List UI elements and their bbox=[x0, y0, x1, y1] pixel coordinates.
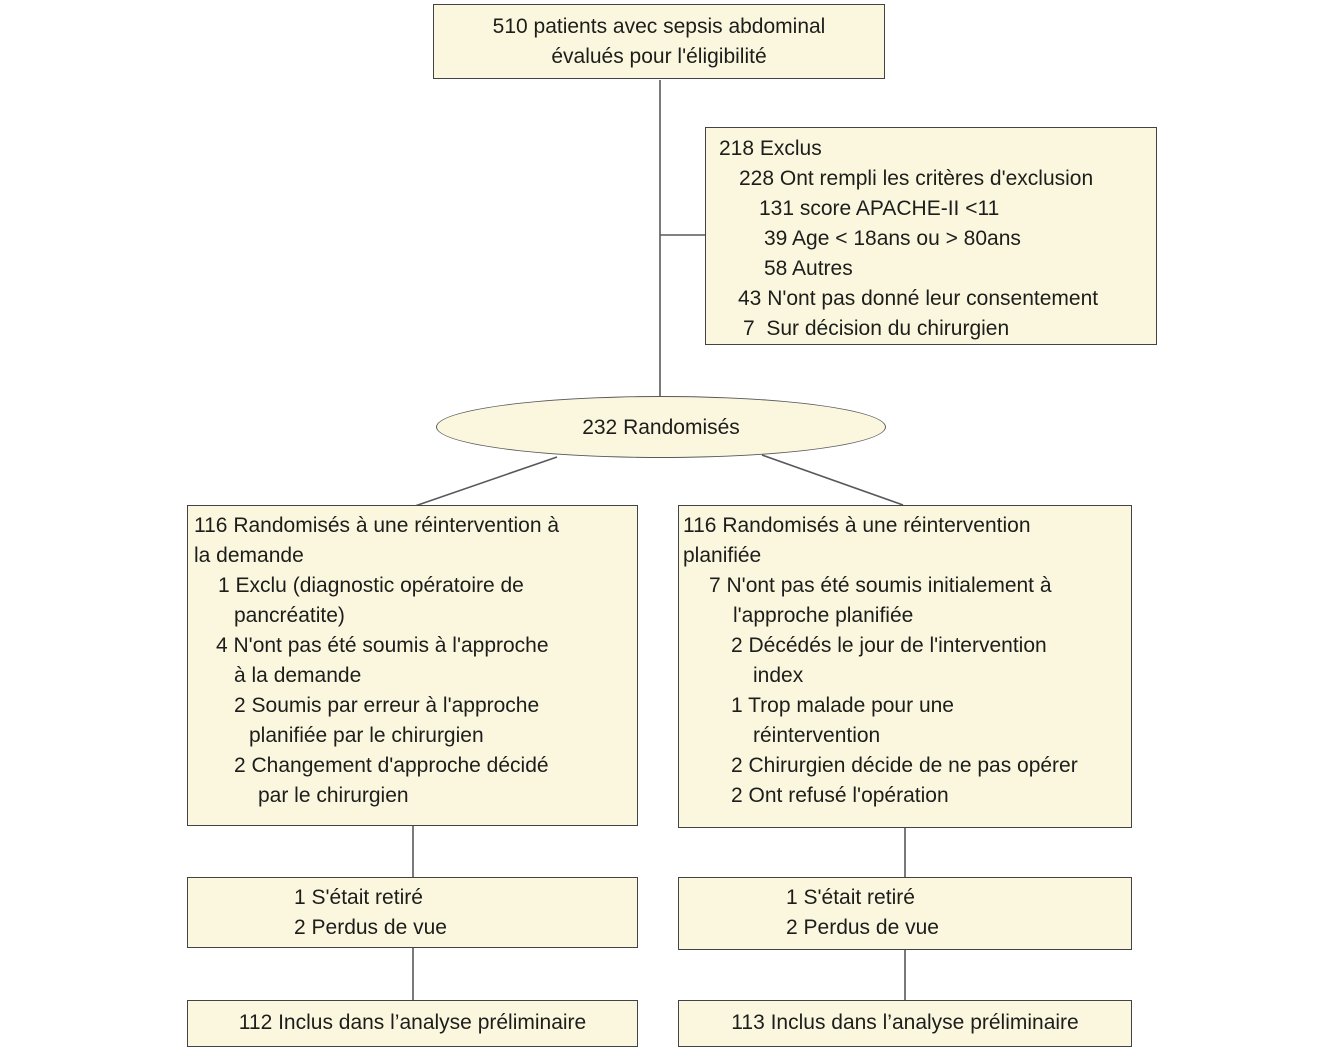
connector-randomized-to-planned bbox=[761, 454, 904, 506]
text-line: 2 Perdus de vue bbox=[786, 916, 939, 939]
on-demand-arm-box: 116 Randomisés à une réintervention à la… bbox=[187, 505, 638, 826]
text-line: pancréatite) bbox=[234, 604, 345, 627]
exclusion-box: 218 Exclus 228 Ont rempli les critères d… bbox=[705, 127, 1157, 345]
text-line: 4 N'ont pas été soumis à l'approche bbox=[216, 634, 549, 657]
text-line: 2 Changement d'approche décidé bbox=[234, 754, 549, 777]
text-line: 218 Exclus bbox=[719, 137, 822, 160]
randomized-label: 232 Randomisés bbox=[582, 416, 740, 439]
text-line: 131 score APACHE-II <11 bbox=[759, 197, 1000, 220]
text-line: 58 Autres bbox=[764, 257, 853, 280]
text-line: à la demande bbox=[234, 664, 362, 687]
text-line: l'approche planifiée bbox=[733, 604, 914, 627]
text-line: 1 S'était retiré bbox=[294, 886, 423, 909]
planned-withdrawal-box: 1 S'était retiré 2 Perdus de vue bbox=[678, 877, 1132, 950]
text-line: planifiée bbox=[683, 544, 762, 567]
connector-randomized-to-on-demand bbox=[414, 456, 558, 507]
text-line: 2 Décédés le jour de l'intervention bbox=[731, 634, 1047, 657]
text-line: 7 Sur décision du chirurgien bbox=[743, 317, 1010, 340]
on-demand-analysis-box: 112 Inclus dans l’analyse préliminaire bbox=[187, 1000, 638, 1047]
planned-analysis-box: 113 Inclus dans l’analyse préliminaire bbox=[678, 1000, 1132, 1047]
analysis-label: 112 Inclus dans l’analyse préliminaire bbox=[238, 1011, 587, 1034]
text-line: 7 N'ont pas été soumis initialement à bbox=[709, 574, 1052, 597]
text-line: 228 Ont rempli les critères d'exclusion bbox=[739, 167, 1094, 190]
analysis-label: 113 Inclus dans l’analyse préliminaire bbox=[731, 1011, 1079, 1034]
text-line: 116 Randomisés à une réintervention bbox=[683, 514, 1031, 537]
text-line: 1 Exclu (diagnostic opératoire de bbox=[218, 574, 524, 597]
text-line: évalués pour l'éligibilité bbox=[551, 45, 767, 68]
text-line: 510 patients avec sepsis abdominal bbox=[492, 15, 826, 38]
text-line: 43 N'ont pas donné leur consentement bbox=[738, 287, 1099, 310]
text-line: 2 Chirurgien décide de ne pas opérer bbox=[731, 754, 1078, 777]
text-line: 2 Perdus de vue bbox=[294, 916, 447, 939]
randomized-ellipse: 232 Randomisés bbox=[436, 396, 886, 458]
text-line: la demande bbox=[194, 544, 304, 567]
text-line: index bbox=[753, 664, 804, 687]
text-line: 39 Age < 18ans ou > 80ans bbox=[764, 227, 1021, 250]
text-line: par le chirurgien bbox=[258, 784, 409, 807]
text-line: 116 Randomisés à une réintervention à bbox=[194, 514, 560, 537]
text-line: 2 Ont refusé l'opération bbox=[731, 784, 949, 807]
eligibility-box: 510 patients avec sepsis abdominal évalu… bbox=[433, 4, 885, 79]
text-line: 1 S'était retiré bbox=[786, 886, 915, 909]
on-demand-withdrawal-box: 1 S'était retiré 2 Perdus de vue bbox=[187, 877, 638, 948]
text-line: 1 Trop malade pour une bbox=[731, 694, 954, 717]
text-line: réintervention bbox=[753, 724, 881, 747]
text-line: 2 Soumis par erreur à l'approche bbox=[234, 694, 540, 717]
planned-arm-box: 116 Randomisés à une réintervention plan… bbox=[678, 505, 1132, 828]
text-line: planifiée par le chirurgien bbox=[249, 724, 484, 747]
